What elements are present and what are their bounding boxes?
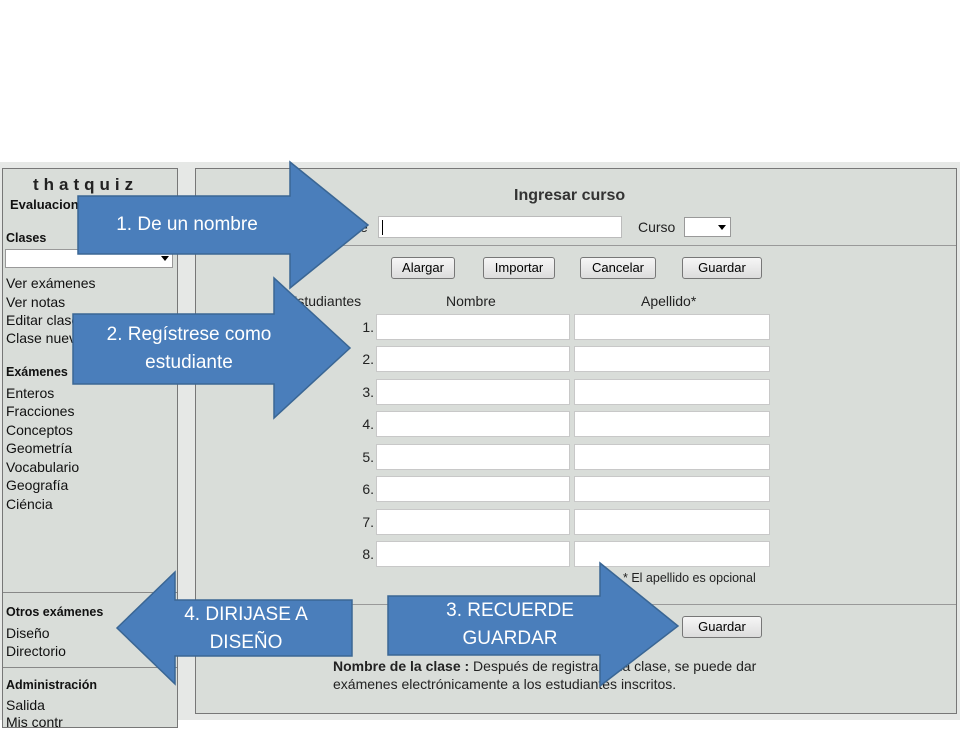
sidebar-link-ver-notas[interactable]: Ver notas: [6, 294, 66, 310]
apellido-input[interactable]: [574, 379, 770, 405]
nombre-input[interactable]: [376, 541, 570, 567]
row-number: 1.: [362, 319, 374, 335]
sidebar-divider: [3, 667, 177, 668]
annotation-step-1: 1. De un nombre: [116, 214, 258, 235]
col-nombre: Nombre: [446, 293, 496, 309]
sidebar-link-geografia[interactable]: Geografía: [6, 477, 69, 493]
annotation-step-4: 4. DIRIJASE A DISEÑO: [184, 604, 308, 653]
row-number: 8.: [362, 546, 374, 562]
importar-button[interactable]: Importar: [483, 257, 555, 279]
page-title: Ingresar curso: [514, 187, 626, 204]
annotation-step-3: 3. RECUERDE GUARDAR: [446, 600, 574, 649]
apellido-input[interactable]: [574, 411, 770, 437]
col-apellido: Apellido*: [641, 293, 697, 309]
sidebar-divider: [3, 592, 177, 593]
examenes-heading: Exámenes: [6, 365, 68, 379]
nombre-input[interactable]: [376, 476, 570, 502]
apellido-input[interactable]: [574, 346, 770, 372]
otros-heading: Otros exámenes: [6, 605, 104, 619]
sidebar-link-directorio[interactable]: Directorio: [6, 643, 66, 659]
nombre-input[interactable]: [376, 314, 570, 340]
clase-label: Clase: [332, 219, 368, 235]
sidebar-link-ciencia[interactable]: Ciéncia: [6, 496, 53, 512]
guardar-button-bottom[interactable]: Guardar: [682, 616, 762, 638]
sidebar-link-fracciones[interactable]: Fracciones: [6, 403, 75, 419]
apellido-input[interactable]: [574, 476, 770, 502]
sidebar-link-salida[interactable]: Salida: [6, 697, 45, 713]
chevron-down-icon: [718, 225, 726, 230]
chevron-down-icon: [161, 256, 169, 261]
footer-help: Nombre de la clase : Después de registra…: [333, 657, 793, 693]
divider: [196, 245, 956, 246]
guardar-button-top[interactable]: Guardar: [682, 257, 762, 279]
clases-heading: Clases: [6, 231, 47, 245]
cancelar-button[interactable]: Cancelar: [580, 257, 656, 279]
footer-label: Nombre de la clase :: [333, 658, 470, 674]
row-number: 6.: [362, 481, 374, 497]
row-number: 5.: [362, 449, 374, 465]
clase-select[interactable]: [5, 249, 173, 268]
annotation-step-2: 2. Regístrese como estudiante: [106, 324, 272, 373]
logo-subtitle: Evaluacion: [10, 197, 79, 212]
thatquiz-logo[interactable]: thatquiz: [33, 175, 139, 194]
sidebar-link-mis-contr[interactable]: Mis contr: [6, 714, 63, 730]
clase-name-input[interactable]: [378, 216, 622, 238]
row-number: 2.: [362, 351, 374, 367]
apellido-input[interactable]: [574, 541, 770, 567]
sidebar-link-enteros[interactable]: Enteros: [6, 385, 55, 401]
text-cursor: [382, 220, 383, 235]
apellido-input[interactable]: [574, 314, 770, 340]
sidebar-link-ver-examenes[interactable]: Ver exámenes: [6, 275, 96, 291]
sidebar-link-vocabulario[interactable]: Vocabulario: [6, 459, 80, 475]
apellido-note: * El apellido es opcional: [623, 571, 756, 585]
alargar-button[interactable]: Alargar: [391, 257, 455, 279]
col-estudiantes: Estudiantes: [288, 293, 362, 309]
apellido-input[interactable]: [574, 444, 770, 470]
sidebar-link-editar-clase[interactable]: Editar clase: [6, 312, 80, 328]
sidebar-link-diseno[interactable]: Diseño: [6, 625, 50, 641]
nombre-input[interactable]: [376, 346, 570, 372]
curso-label: Curso: [638, 219, 676, 235]
row-number: 3.: [362, 384, 374, 400]
nombre-input[interactable]: [376, 379, 570, 405]
curso-select[interactable]: [684, 217, 731, 237]
nombre-input[interactable]: [376, 411, 570, 437]
row-number: 4.: [362, 416, 374, 432]
nombre-input[interactable]: [376, 444, 570, 470]
sidebar-link-geometria[interactable]: Geometría: [6, 440, 73, 456]
sidebar-link-clase-nueva[interactable]: Clase nueva: [6, 330, 84, 346]
row-number: 7.: [362, 514, 374, 530]
admin-heading: Administración: [6, 678, 97, 692]
apellido-input[interactable]: [574, 509, 770, 535]
sidebar-link-conceptos[interactable]: Conceptos: [6, 422, 73, 438]
sidebar: thatquiz Evaluacion Clases Ver exámenes …: [2, 168, 178, 730]
nombre-input[interactable]: [376, 509, 570, 535]
